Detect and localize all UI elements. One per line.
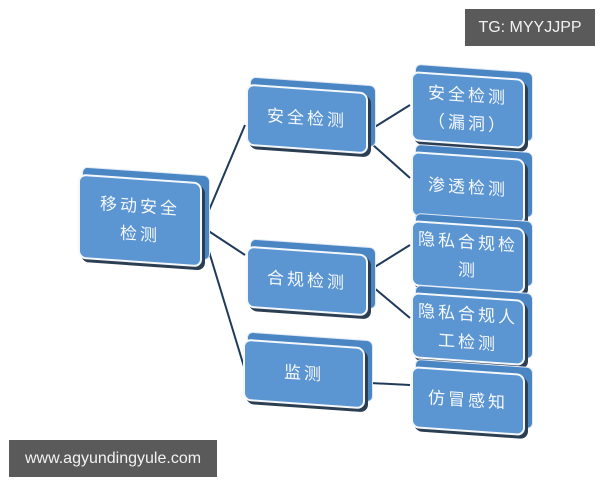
node-security-testing: 安全检测 [246,76,376,155]
root-label-line1: 移动安全 [100,193,180,220]
watermark-tg: TG: MYYJJPP [465,9,595,46]
node-penetration-testing: 渗透检测 [411,143,533,225]
node-compliance-testing: 合规检测 [246,238,376,317]
root-label-line2: 检测 [120,223,160,246]
node-label: 监测 [284,362,324,386]
node-label: 安全检测 [267,106,347,132]
node-vulnerability-testing: 安全检测 （漏洞） [411,63,533,149]
node-counterfeit-detection: 仿冒感知 [411,358,533,436]
watermark-url: www.agyundingyule.com [9,440,217,477]
node-label: 合规检测 [267,268,347,294]
root-node-mobile-security-testing: 移动安全 检测 [78,166,210,268]
node-privacy-compliance-testing: 隐私合规检 测 [411,212,533,294]
node-privacy-compliance-manual-testing: 隐私合规人 工检测 [411,284,533,366]
node-monitoring: 监测 [243,331,373,410]
